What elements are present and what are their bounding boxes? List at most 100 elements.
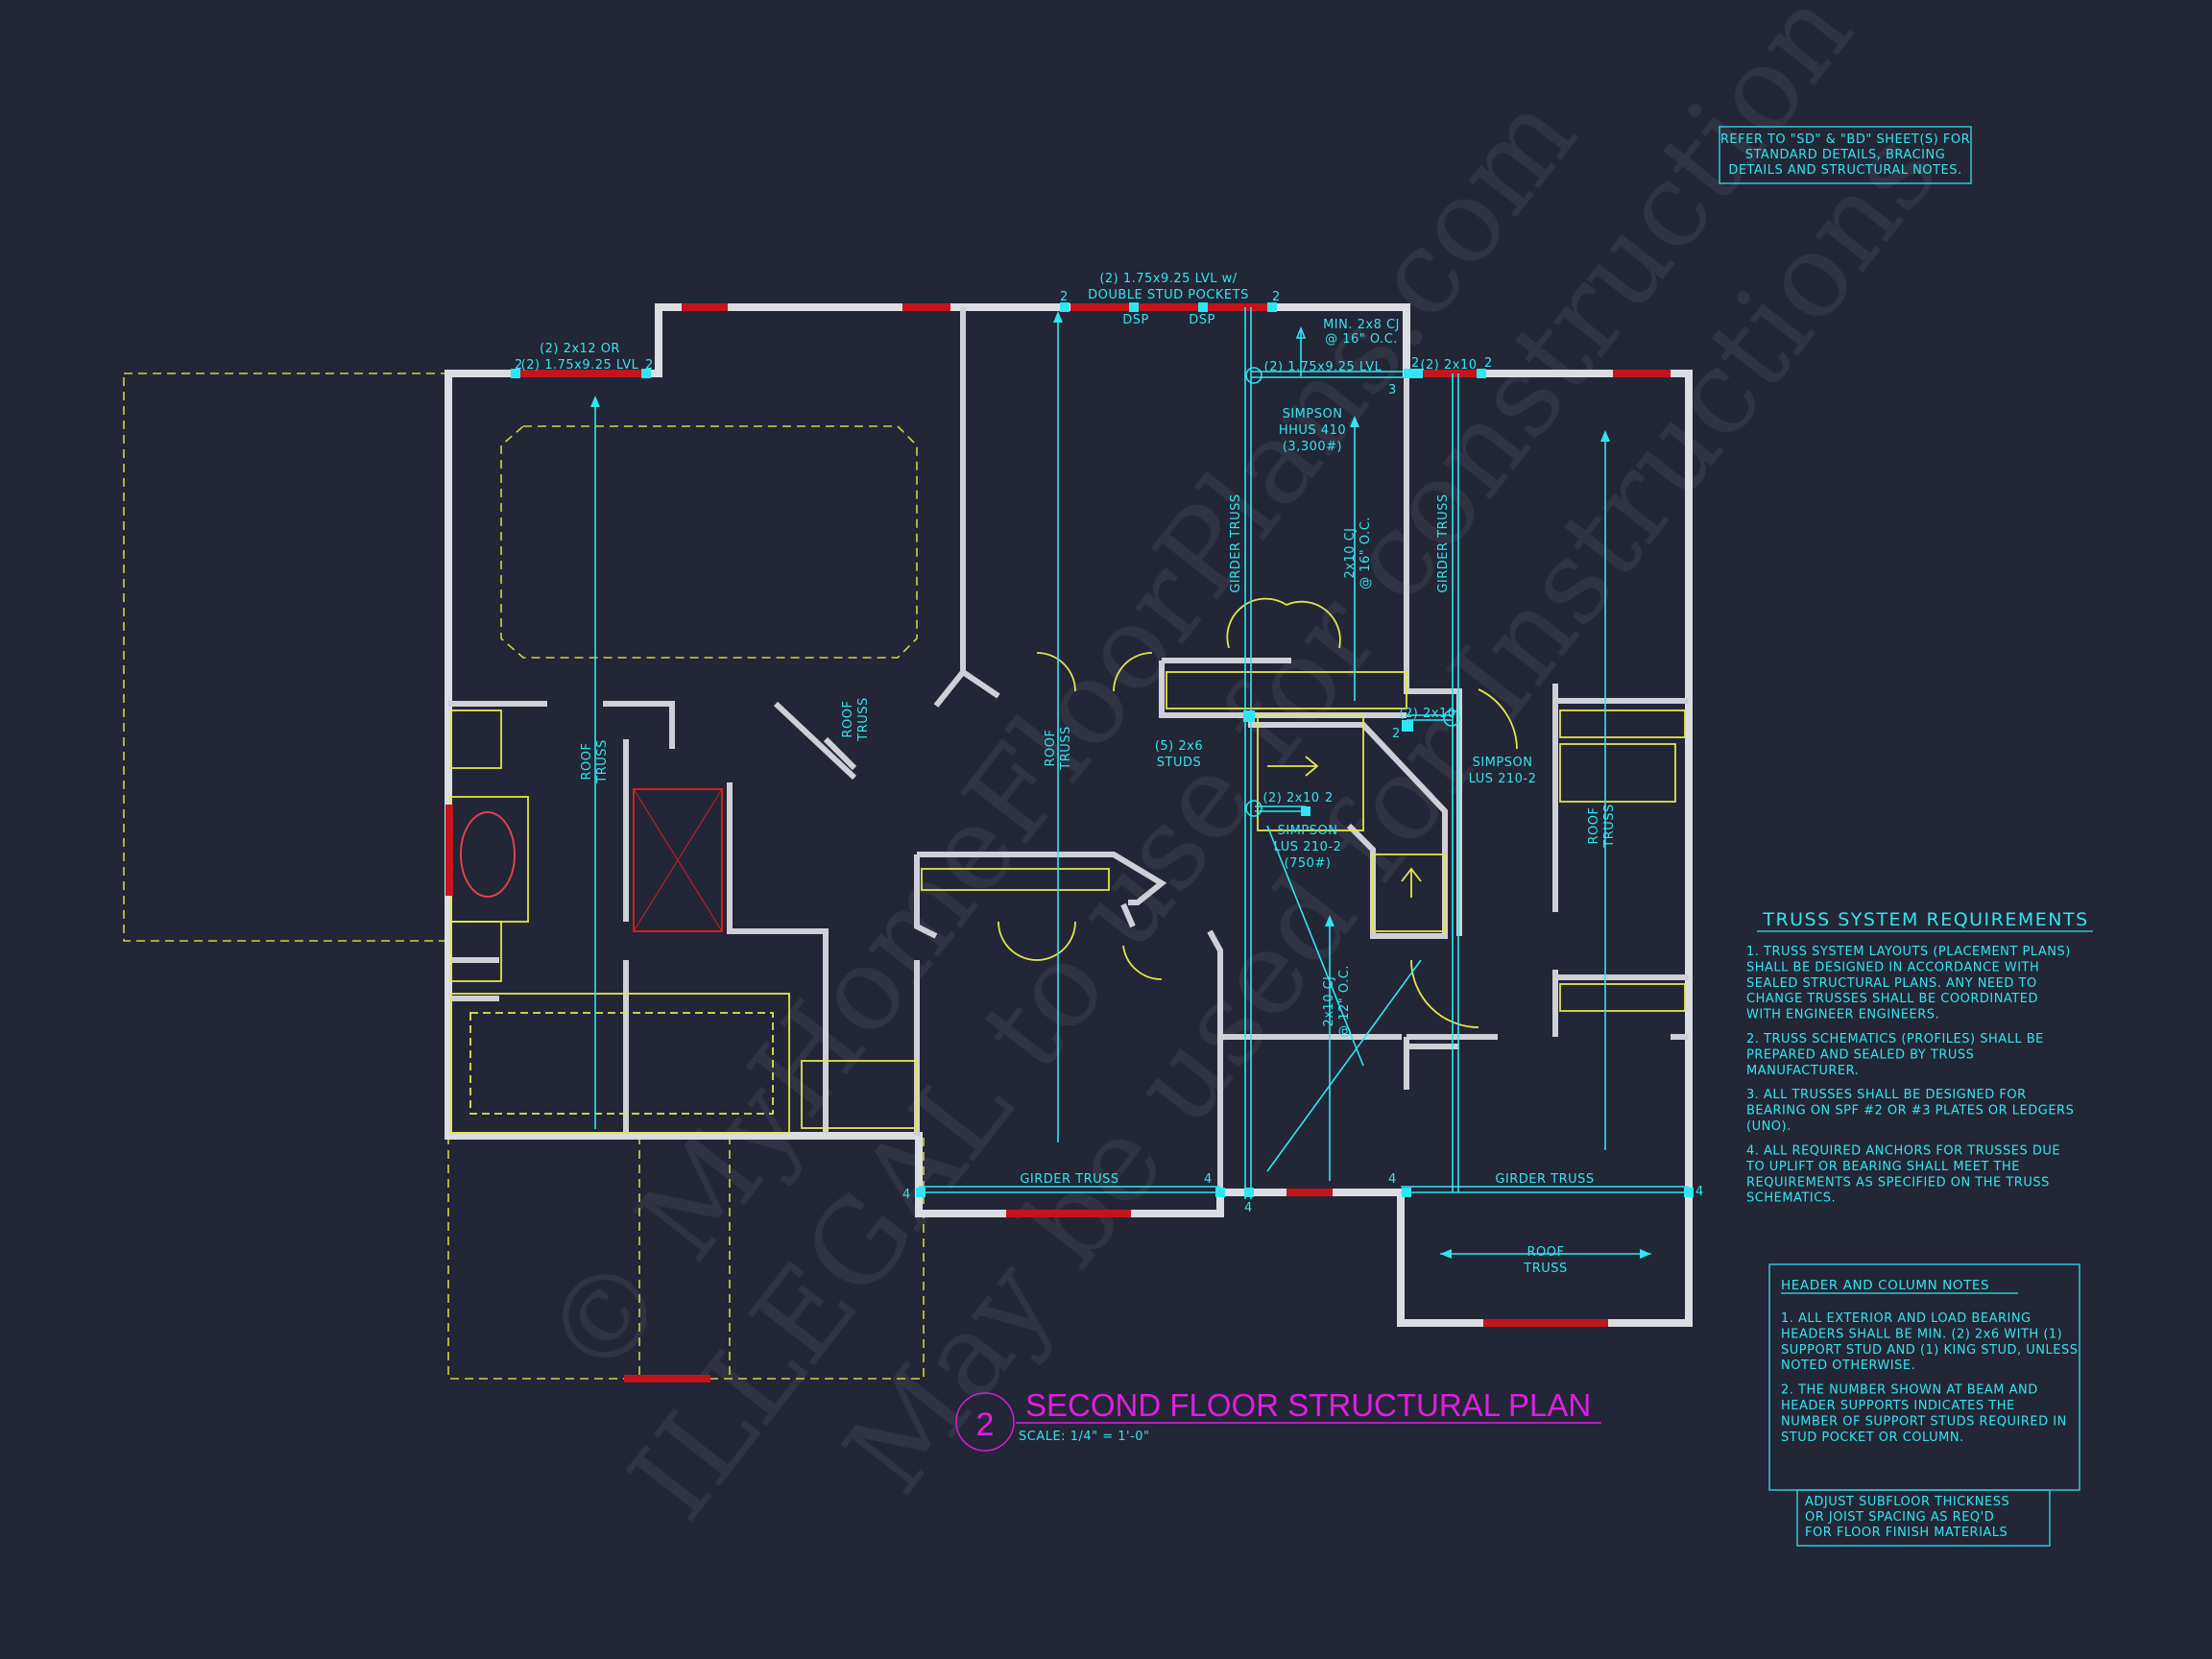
girder-truss-label: GIRDER TRUSS <box>1020 1172 1118 1187</box>
svg-text:ROOF: ROOF <box>1587 807 1601 845</box>
header-label-top-1: (2) 1.75x9.25 LVL w/ <box>1099 272 1237 286</box>
svg-text:2: 2 <box>645 358 654 373</box>
note-line: (UNO). <box>1746 1119 1791 1134</box>
svg-text:DETAILS AND STRUCTURAL NOTES.: DETAILS AND STRUCTURAL NOTES. <box>1728 163 1961 178</box>
svg-text:TRUSS: TRUSS <box>1602 804 1617 849</box>
truss-system-requirements: TRUSS SYSTEM REQUIREMENTS 1. TRUSS SYSTE… <box>1745 909 2093 1206</box>
note-line: NOTED OTHERWISE. <box>1781 1358 1915 1373</box>
svg-text:4: 4 <box>1244 1201 1253 1215</box>
note-line: 4. ALL REQUIRED ANCHORS FOR TRUSSES DUE <box>1746 1143 2060 1158</box>
note-line: 2. THE NUMBER SHOWN AT BEAM AND <box>1781 1383 2038 1398</box>
note-line: TO UPLIFT OR BEARING SHALL MEET THE <box>1745 1160 2020 1174</box>
svg-text:ADJUST SUBFLOOR THICKNESS: ADJUST SUBFLOOR THICKNESS <box>1805 1495 2009 1509</box>
svg-text:TRUSS: TRUSS <box>1523 1262 1568 1276</box>
note-line: STUD POCKET OR COLUMN. <box>1781 1431 1964 1445</box>
svg-text:4: 4 <box>1204 1172 1213 1187</box>
svg-text:TRUSS: TRUSS <box>856 697 871 742</box>
lus-label-1: SIMPSON <box>1473 756 1533 770</box>
svg-text:ROOF: ROOF <box>1044 730 1058 767</box>
drawing-scale: SCALE: 1/4" = 1'-0" <box>1019 1430 1150 1444</box>
beam-2x10-label: (2) 2x10 <box>1399 707 1455 721</box>
svg-text:ROOF: ROOF <box>580 743 594 781</box>
svg-text:2: 2 <box>1060 290 1069 304</box>
interior-walls <box>448 307 1689 1192</box>
dsp-label: DSP <box>1122 313 1149 327</box>
roof-truss-label: ROOF TRUSS <box>1587 804 1617 849</box>
drawing-title-text: SECOND FLOOR STRUCTURAL PLAN <box>1025 1387 1591 1423</box>
drawing-number: 2 <box>976 1407 995 1443</box>
note-line: SEALED STRUCTURAL PLANS. ANY NEED TO <box>1746 976 2037 991</box>
lus-label-2: LUS 210-2 <box>1274 840 1342 854</box>
note-line: NUMBER OF SUPPORT STUDS REQUIRED IN <box>1781 1414 2067 1429</box>
cj12-label-2: @ 12" O.C. <box>1337 965 1352 1038</box>
tray-ceiling-outline <box>500 425 918 659</box>
svg-text:2: 2 <box>1411 356 1420 371</box>
truss-notes-heading: TRUSS SYSTEM REQUIREMENTS <box>1762 909 2088 930</box>
drawing-number-circle <box>955 1392 1015 1452</box>
note-line: SCHEMATICS. <box>1746 1191 1836 1206</box>
hhus-label-2: HHUS 410 <box>1279 423 1346 438</box>
svg-text:2: 2 <box>515 358 523 373</box>
note-line: WITH ENGINEER ENGINEERS. <box>1746 1008 1939 1022</box>
svg-text:2: 2 <box>1325 791 1334 805</box>
note-line: REQUIREMENTS AS SPECIFIED ON THE TRUSS <box>1746 1175 2050 1190</box>
svg-text:TRUSS: TRUSS <box>1059 726 1073 771</box>
roof-truss-label: ROOF TRUSS <box>1523 1245 1568 1276</box>
header-label-top-2: DOUBLE STUD POCKETS <box>1088 288 1249 302</box>
dsp-label: DSP <box>1189 313 1215 327</box>
note-line: BEARING ON SPF #2 OR #3 PLATES OR LEDGER… <box>1746 1104 2074 1118</box>
svg-text:2: 2 <box>1272 290 1281 304</box>
subfloor-note-box: ADJUST SUBFLOOR THICKNESS OR JOIST SPACI… <box>1796 1489 2051 1547</box>
girder-truss-label: GIRDER TRUSS <box>1229 493 1243 592</box>
refer-note-box: REFER TO "SD" & "BD" SHEET(S) FOR STANDA… <box>1719 126 1972 184</box>
svg-text:2: 2 <box>1484 356 1493 371</box>
svg-text:STANDARD DETAILS, BRACING: STANDARD DETAILS, BRACING <box>1745 148 1946 162</box>
note-line: 1. ALL EXTERIOR AND LOAD BEARING <box>1781 1311 2032 1326</box>
note-line: MANUFACTURER. <box>1746 1064 1859 1078</box>
note-line: SUPPORT STUD AND (1) KING STUD, UNLESS <box>1781 1343 2078 1358</box>
note-line: 3. ALL TRUSSES SHALL BE DESIGNED FOR <box>1746 1088 2027 1102</box>
svg-text:2: 2 <box>1392 727 1401 741</box>
shower <box>633 788 723 932</box>
header-label-left-2: (2) 1.75x9.25 LVL <box>521 358 639 373</box>
header-notes-heading: HEADER AND COLUMN NOTES <box>1781 1278 1989 1293</box>
svg-text:ROOF: ROOF <box>841 701 855 738</box>
plan-annotations: (2) 2x12 OR (2) 1.75x9.25 LVL (2) 1.75x9… <box>515 272 1704 1276</box>
note-line: 2. TRUSS SCHEMATICS (PROFILES) SHALL BE <box>1746 1032 2044 1046</box>
lus-label-2: LUS 210-2 <box>1469 772 1537 786</box>
beam-2x10-label: (2) 2x10 <box>1262 791 1319 805</box>
note-line: 1. TRUSS SYSTEM LAYOUTS (PLACEMENT PLANS… <box>1746 945 2071 959</box>
roof-truss-label: ROOF TRUSS <box>1044 726 1073 771</box>
note-line: PREPARED AND SEALED BY TRUSS <box>1746 1047 1974 1062</box>
truss-span-arrows <box>590 311 1651 1259</box>
lus-label-1: SIMPSON <box>1278 824 1338 838</box>
svg-text:TRUSS: TRUSS <box>595 739 610 784</box>
header-label-left-1: (2) 2x12 OR <box>540 342 620 356</box>
girder-truss-label: GIRDER TRUSS <box>1495 1172 1594 1187</box>
cj16-label-2: @ 16" O.C. <box>1358 517 1373 589</box>
note-line: SHALL BE DESIGNED IN ACCORDANCE WITH <box>1746 960 2039 974</box>
cj12-label-1: 2x10 CJ <box>1322 975 1336 1026</box>
note-line: CHANGE TRUSSES SHALL BE COORDINATED <box>1746 992 2038 1006</box>
girder-truss-lines <box>919 307 1689 1199</box>
studs-label-2: STUDS <box>1157 756 1201 770</box>
svg-text:3: 3 <box>1388 383 1397 397</box>
hhus-label-1: SIMPSON <box>1283 407 1343 421</box>
svg-text:OR JOIST SPACING AS REQ'D: OR JOIST SPACING AS REQ'D <box>1805 1510 1994 1525</box>
svg-text:ROOF: ROOF <box>1527 1245 1565 1260</box>
lvl-beam-label: (2) 1.75x9.25 LVL <box>1264 360 1382 374</box>
fixtures <box>450 597 1686 1134</box>
girder-truss-label: GIRDER TRUSS <box>1436 493 1451 592</box>
header-label-right: (2) 2x10 <box>1420 358 1477 373</box>
svg-text:4: 4 <box>1695 1185 1704 1199</box>
header-column-notes: HEADER AND COLUMN NOTES 1. ALL EXTERIOR … <box>1768 1263 2080 1491</box>
lus-label-3: (750#) <box>1285 856 1332 871</box>
note-line: HEADERS SHALL BE MIN. (2) 2x6 WITH (1) <box>1781 1327 2062 1341</box>
note-line: HEADER SUPPORTS INDICATES THE <box>1781 1399 2015 1413</box>
svg-text:4: 4 <box>902 1188 911 1202</box>
hhus-label-3: (3,300#) <box>1283 440 1342 454</box>
min-cj-label-2: @ 16" O.C. <box>1325 332 1398 347</box>
drawing-title: 2 SECOND FLOOR STRUCTURAL PLAN SCALE: 1/… <box>955 1387 1601 1452</box>
